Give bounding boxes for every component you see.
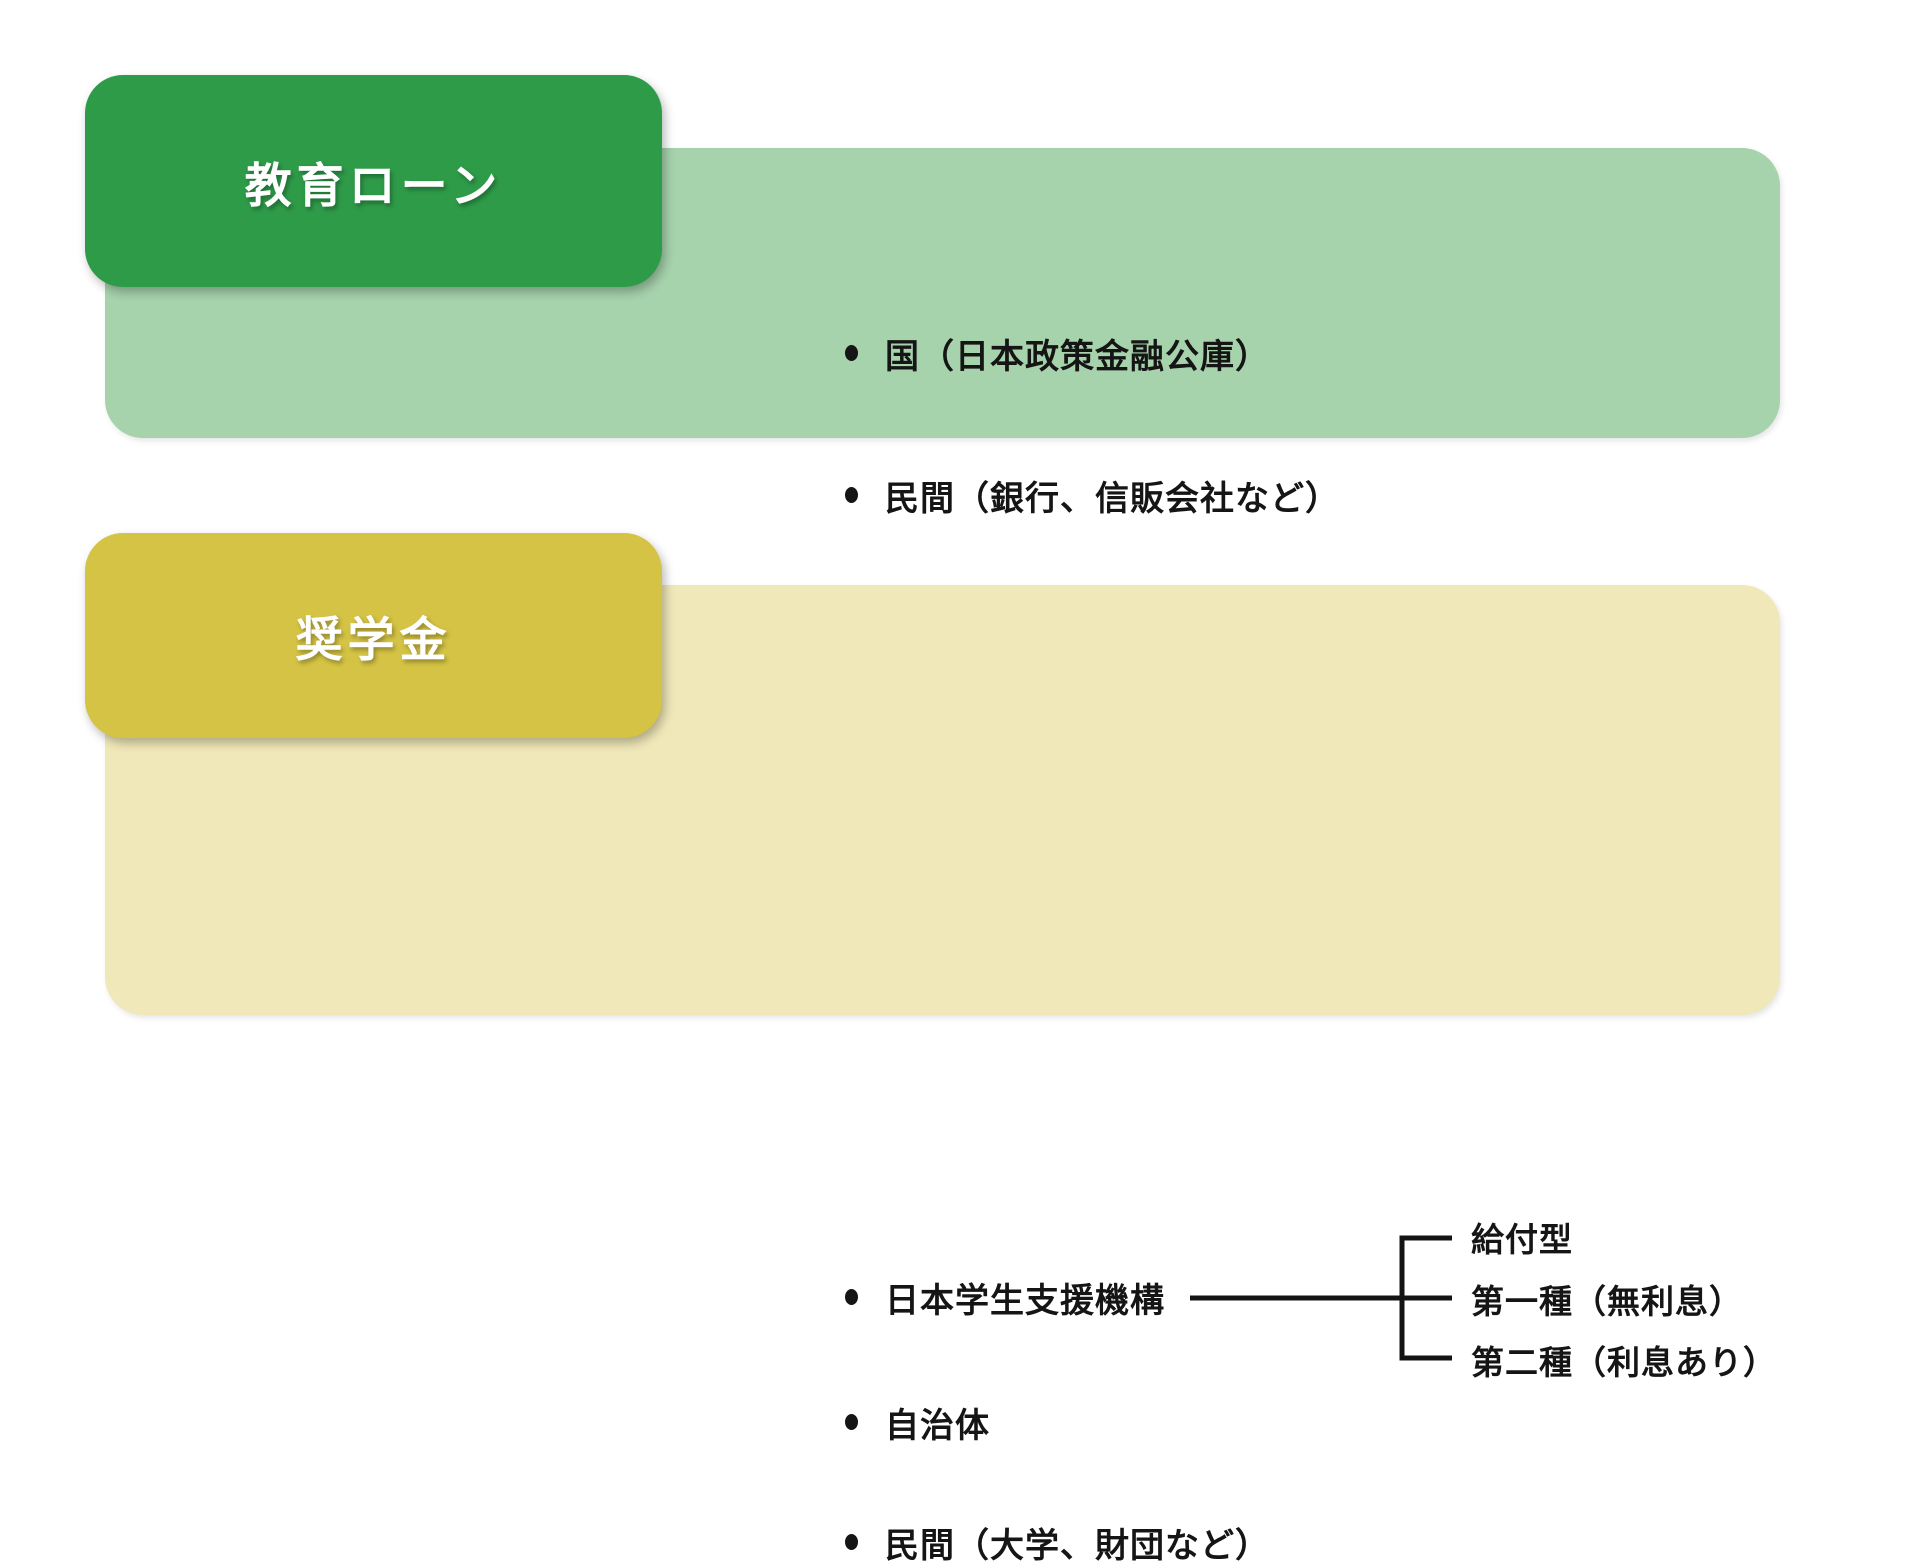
list-item: 自治体 <box>845 1402 990 1445</box>
jasso-branch-bracket-icon <box>1190 1235 1452 1361</box>
branch-label: 第二種（利息あり） <box>1471 1344 1777 1381</box>
list-item-label: 民間（銀行、信販会社など） <box>885 479 1340 518</box>
branch-label: 給付型 <box>1471 1221 1573 1258</box>
list-item-label: 民間（大学、財団など） <box>885 1526 1270 1565</box>
list-item: 民間（大学、財団など） <box>845 1522 1270 1565</box>
branch-label: 第一種（無利息） <box>1471 1283 1743 1320</box>
education-funding-diagram: 国（日本政策金融公庫） 民間（銀行、信販会社など） 教育ローン 日本学生支援機構… <box>85 75 1780 1565</box>
list-item: 日本学生支援機構 <box>845 1277 1165 1320</box>
section-title: 奨学金 <box>295 613 452 666</box>
list-item-label: 自治体 <box>885 1406 990 1445</box>
bullet-dot-icon <box>845 1289 858 1305</box>
bullet-dot-icon <box>845 345 858 361</box>
education-loan-header: 教育ローン <box>85 75 662 287</box>
section-title: 教育ローン <box>244 158 503 212</box>
bullet-dot-icon <box>845 1534 858 1550</box>
list-item: 国（日本政策金融公庫） <box>845 333 1270 376</box>
list-item-label: 日本学生支援機構 <box>885 1281 1165 1320</box>
scholarship-header: 奨学金 <box>85 533 662 738</box>
bullet-dot-icon <box>845 487 858 503</box>
list-item-label: 国（日本政策金融公庫） <box>885 337 1270 376</box>
list-item: 民間（銀行、信販会社など） <box>845 475 1340 518</box>
bullet-dot-icon <box>845 1414 858 1430</box>
